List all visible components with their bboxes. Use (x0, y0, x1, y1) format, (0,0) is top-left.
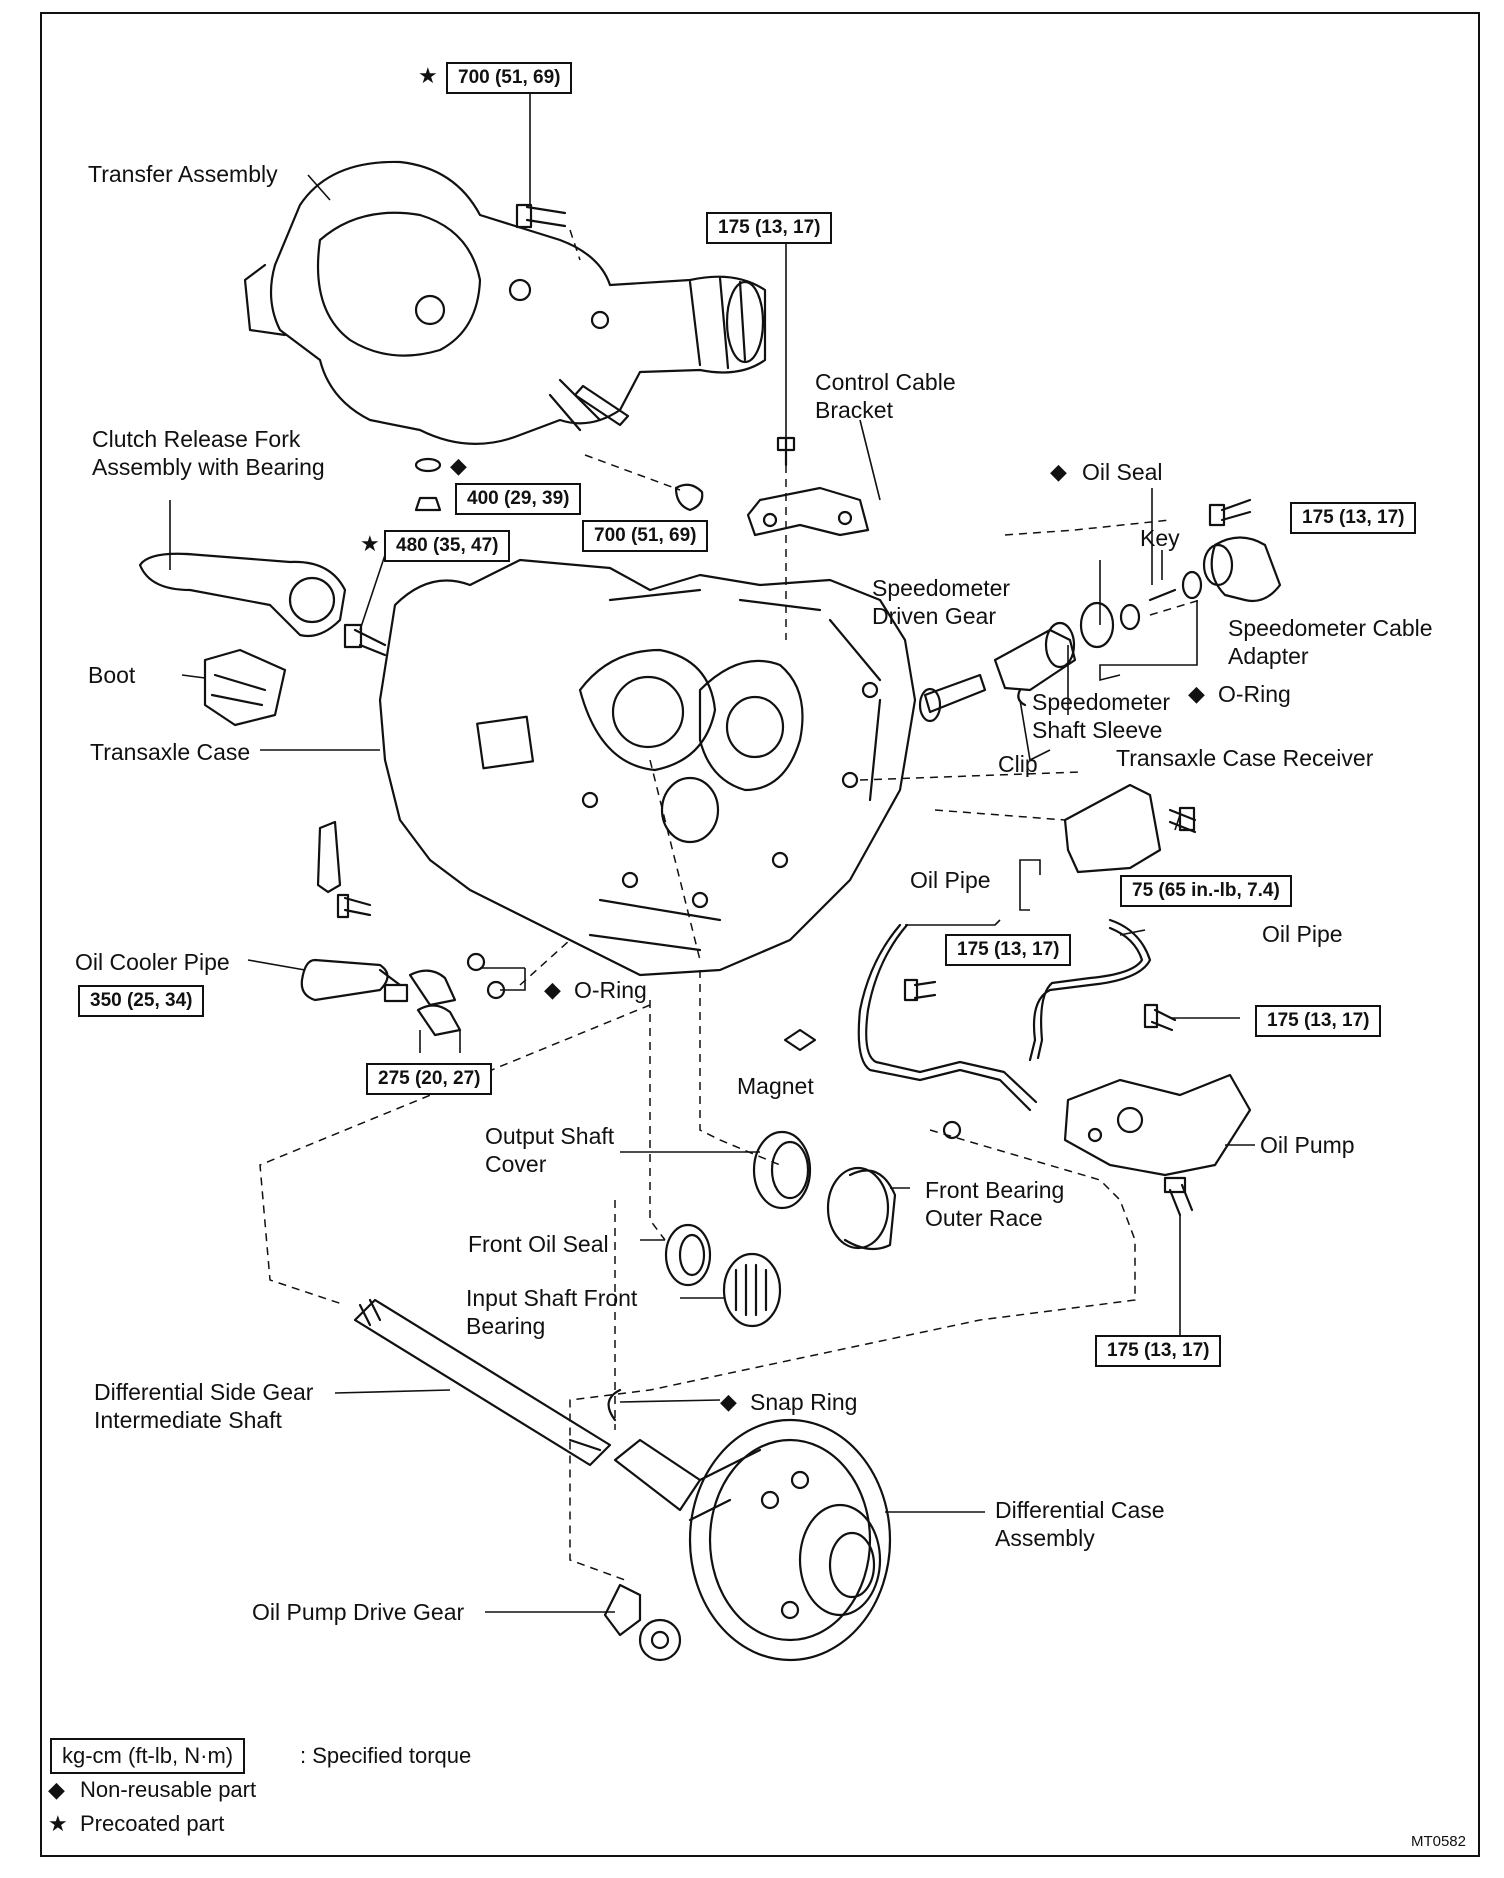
label-o-ring-left: O-Ring (574, 977, 647, 1003)
label-clip: Clip (998, 751, 1038, 777)
diamond-symbol-oil-seal: ◆ (1050, 459, 1067, 484)
label-transaxle-case: Transaxle Case (90, 739, 251, 765)
torque-box-480: 480 (35, 47) (384, 530, 511, 562)
torque-box-700-mid: 700 (51, 69) (582, 520, 709, 552)
torque-box-175-adapter: 175 (13, 17) (1290, 502, 1417, 534)
label-clutch-fork-2: Assembly with Bearing (92, 454, 325, 480)
legend-star-icon: ★ (48, 1811, 68, 1836)
label-control-cable-bracket-2: Bracket (815, 397, 893, 423)
label-control-cable-bracket-1: Control Cable (815, 369, 956, 395)
label-output-shaft-cover-1: Output Shaft (485, 1123, 615, 1149)
label-oil-pipe-left: Oil Pipe (910, 867, 991, 893)
label-transaxle-case-receiver: Transaxle Case Receiver (1116, 745, 1374, 771)
legend-precoated: Precoated part (80, 1811, 225, 1836)
label-key: Key (1140, 525, 1180, 551)
label-boot: Boot (88, 662, 136, 688)
diamond-symbol-o-ring-left: ◆ (544, 977, 561, 1002)
label-speedo-driven-gear-1: Speedometer (872, 575, 1011, 601)
label-oil-seal: Oil Seal (1082, 459, 1163, 485)
diamond-symbol-snap-ring: ◆ (720, 1389, 737, 1414)
label-o-ring-right: O-Ring (1218, 681, 1291, 707)
label-front-bearing-outer-race-1: Front Bearing (925, 1177, 1065, 1203)
label-front-bearing-outer-race-2: Outer Race (925, 1205, 1043, 1231)
label-output-shaft-cover-2: Cover (485, 1151, 547, 1177)
label-magnet: Magnet (737, 1073, 814, 1099)
diagram-frame (40, 12, 1480, 1857)
torque-box-175-oilpipe-right: 175 (13, 17) (1255, 1005, 1382, 1037)
torque-box-400: 400 (29, 39) (455, 483, 582, 515)
label-speedo-cable-adapter-1: Speedometer Cable (1228, 615, 1433, 641)
legend-torque-unit-box: kg-cm (ft-lb, N·m) (50, 1738, 246, 1774)
bolt-700-drawing (525, 205, 567, 228)
label-diff-case-1: Differential Case (995, 1497, 1165, 1523)
label-oil-pipe-right: Oil Pipe (1262, 921, 1343, 947)
label-diff-side-gear-1: Differential Side Gear (94, 1379, 314, 1405)
torque-box-175-oilpipe-left: 175 (13, 17) (945, 934, 1072, 966)
label-front-oil-seal: Front Oil Seal (468, 1231, 609, 1257)
transfer-assembly-drawing (243, 160, 767, 445)
speedometer-parts-drawing (918, 498, 1282, 723)
label-input-shaft-bearing-2: Bearing (466, 1313, 546, 1339)
label-snap-ring: Snap Ring (750, 1389, 858, 1415)
label-oil-cooler-pipe: Oil Cooler Pipe (75, 949, 230, 975)
diamond-symbol-o-ring-right: ◆ (1188, 681, 1205, 706)
torque-box-175-bracket: 175 (13, 17) (706, 212, 833, 244)
transaxle-case-drawing (378, 558, 917, 977)
label-speedo-shaft-sleeve-1: Speedometer (1032, 689, 1171, 715)
torque-box-75: 75 (65 in.-lb, 7.4) (1120, 875, 1292, 907)
label-speedo-driven-gear-2: Driven Gear (872, 603, 996, 629)
torque-box-350: 350 (25, 34) (78, 985, 205, 1017)
star-symbol-top: ★ (418, 63, 438, 88)
star-symbol-480: ★ (360, 531, 380, 556)
legend-torque-desc: : Specified torque (300, 1743, 472, 1768)
figure-code: MT0582 (1410, 1833, 1466, 1850)
legend-non-reusable: Non-reusable part (80, 1777, 257, 1802)
label-oil-pump: Oil Pump (1260, 1132, 1355, 1158)
torque-box-700-top: 700 (51, 69) (446, 62, 573, 94)
label-speedo-shaft-sleeve-2: Shaft Sleeve (1032, 717, 1163, 743)
differential-case-drawing (613, 1418, 892, 1662)
label-diff-side-gear-2: Intermediate Shaft (94, 1407, 282, 1433)
label-speedo-cable-adapter-2: Adapter (1228, 643, 1309, 669)
diamond-symbol-400: ◆ (450, 453, 467, 478)
label-diff-case-2: Assembly (995, 1525, 1095, 1551)
label-input-shaft-bearing-1: Input Shaft Front (466, 1285, 638, 1311)
legend-diamond-icon: ◆ (48, 1777, 65, 1802)
torque-box-275: 275 (20, 27) (366, 1063, 493, 1095)
label-clutch-fork-1: Clutch Release Fork (92, 426, 301, 452)
label-transfer-assembly: Transfer Assembly (88, 161, 278, 187)
label-oil-pump-drive-gear: Oil Pump Drive Gear (252, 1599, 465, 1625)
torque-box-175-pump: 175 (13, 17) (1095, 1335, 1222, 1367)
